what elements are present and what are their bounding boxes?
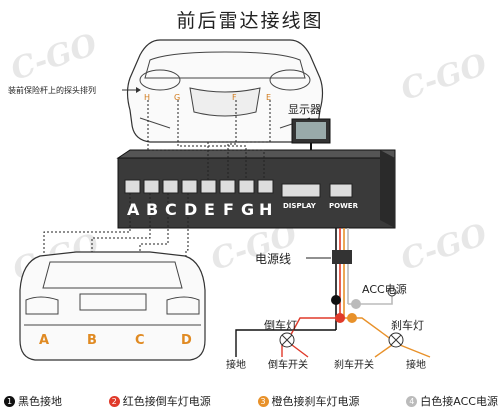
port-letter: F (223, 200, 234, 219)
legend-text: 黑色接地 (18, 395, 62, 408)
port-letter: B (146, 200, 159, 219)
acc-label: ACC电源 (362, 283, 407, 296)
front-sensor-label: F (232, 93, 237, 102)
monitor (291, 118, 331, 153)
reverse-switch-label: 倒车开关 (268, 360, 308, 371)
sensor-ports (124, 179, 353, 198)
acc-terminal (387, 287, 397, 297)
acc-wire (348, 296, 393, 305)
monitor-label: 显示器 (288, 103, 321, 116)
front-sensor-wires (147, 100, 271, 180)
legend-item: 1 黑色接地 (4, 393, 62, 409)
control-box (116, 149, 396, 229)
legend: 1 黑色接地 2 红色接倒车灯电源 3 橙色接刹车灯电源 4 白色接ACC电源 (4, 388, 498, 414)
ground-label: 接地 (226, 360, 246, 371)
power-wires (335, 228, 349, 250)
port-letter: G (241, 200, 255, 219)
reverse-lamp-symbol (279, 332, 295, 348)
reverse-lamp-label: 倒车灯 (264, 319, 297, 332)
port-letter: A (127, 200, 140, 219)
front-sensor-label: G (174, 93, 181, 102)
front-note: 装前保险杆上的探头排列 (8, 86, 96, 95)
rear-car (19, 251, 206, 361)
port-letter: D (184, 200, 198, 219)
legend-item: 4 白色接ACC电源 (406, 393, 498, 409)
power-port-label: POWER (329, 202, 358, 210)
port-letter: H (259, 200, 273, 219)
rear-sensor-label: A (39, 333, 50, 348)
power-wire-label: 电源线 (255, 252, 292, 266)
power-connector (332, 250, 352, 264)
legend-text: 白色接ACC电源 (420, 395, 498, 408)
front-sensor-label: E (266, 93, 272, 102)
front-sensor-label: H (144, 93, 151, 102)
legend-item: 2 红色接倒车灯电源 (108, 393, 211, 409)
brake-lamp-label: 刹车灯 (391, 319, 424, 332)
legend-text: 橙色接刹车灯电源 (271, 395, 360, 408)
port-letter: C (165, 200, 177, 219)
port-letter: E (204, 200, 215, 219)
red-wire-dot: 2 (108, 395, 120, 407)
wire-number-markers (331, 295, 361, 323)
display-port-label: DISPLAY (283, 202, 316, 210)
legend-item: 3 橙色接刹车灯电源 (257, 393, 360, 409)
rear-sensor-label: C (135, 333, 145, 348)
brake-lamp-symbol (388, 332, 404, 348)
rear-sensor-label: B (87, 333, 97, 348)
legend-text: 红色接倒车灯电源 (122, 395, 211, 408)
ground-label: 接地 (406, 360, 426, 371)
rear-sensor-label: D (181, 333, 192, 348)
black-wire-dot: 1 (4, 395, 15, 407)
front-car (126, 39, 324, 143)
brake-switch-label: 刹车开关 (334, 360, 374, 371)
orange-wire-dot: 3 (257, 395, 269, 407)
diagram-title: 前后雷达接线图 (176, 10, 324, 32)
white-wire-dot: 4 (406, 395, 418, 407)
